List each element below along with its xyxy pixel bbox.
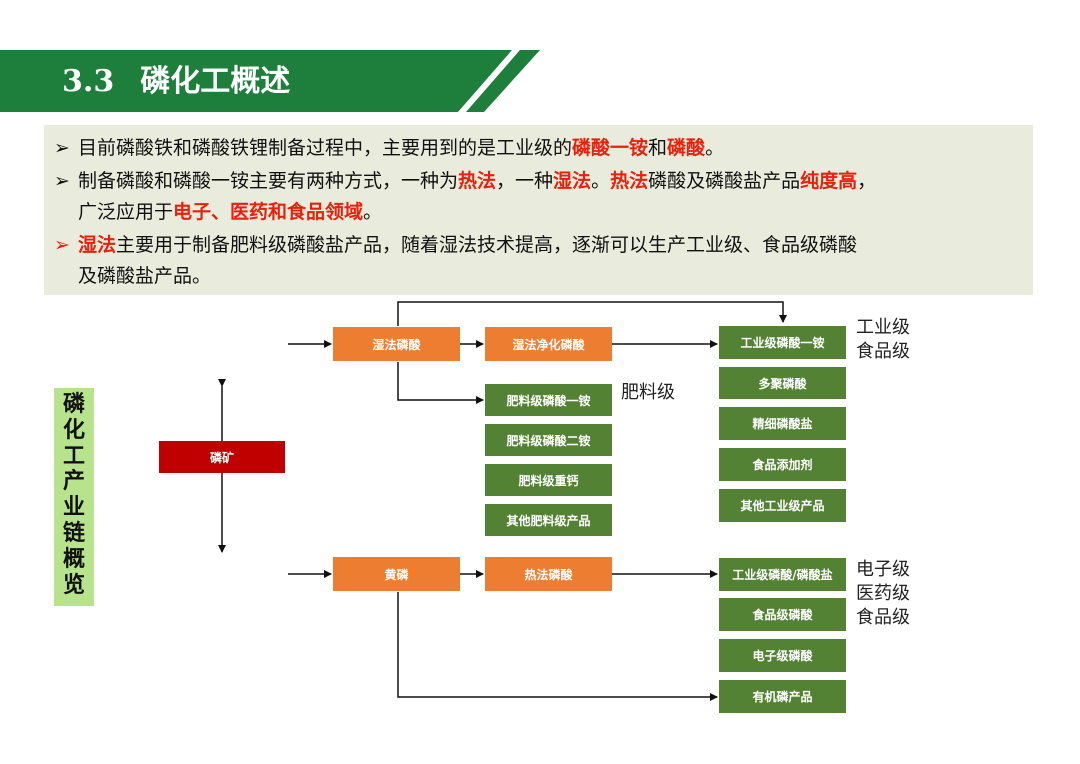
title-banner <box>0 50 540 112</box>
fertilizer-product: 其他肥料级产品 <box>485 504 612 536</box>
thermal-product: 工业级磷酸/磷酸盐 <box>719 558 846 591</box>
side-label: 磷化工产业链概览 <box>62 392 85 598</box>
grade-label: 食品级 <box>856 341 910 362</box>
grade-label: 电子级 <box>856 559 910 580</box>
thermal-product: 食品级磷酸 <box>719 598 846 631</box>
wet-process-acid-node: 湿法磷酸 <box>333 327 460 361</box>
fertilizer-product: 肥料级磷酸二铵 <box>485 424 612 456</box>
bullet-line-4: ➢湿法主要用于制备肥料级磷酸盐产品，随着湿法技术提高，逐渐可以生产工业级、食品级… <box>54 230 857 260</box>
grade-label: 食品级 <box>856 607 910 628</box>
section-title: 磷化工概述 <box>140 64 291 99</box>
grade-label: 工业级 <box>856 317 910 338</box>
bullet-arrow-icon: ➢ <box>54 170 70 192</box>
thermal-product: 电子级磷酸 <box>719 639 846 672</box>
industrial-product: 精细磷酸盐 <box>719 407 846 440</box>
grade-label: 肥料级 <box>621 382 675 403</box>
bullet-arrow-icon: ➢ <box>54 234 70 256</box>
wet-purified-acid-node: 湿法净化磷酸 <box>485 327 612 361</box>
bullet-line-2: ➢制备磷酸和磷酸一铵主要有两种方式，一种为热法，一种湿法。热法磷酸及磷酸盐产品纯… <box>54 166 876 196</box>
bullet-line-1: ➢目前磷酸铁和磷酸铁锂制备过程中，主要用到的是工业级的磷酸一铵和磷酸。 <box>54 133 724 163</box>
side-label-background <box>54 388 94 606</box>
page-title: 3.3 磷化工概述 <box>62 60 290 104</box>
fertilizer-product: 肥料级磷酸一铵 <box>485 384 612 416</box>
bullet-line-3: 广泛应用于电子、医药和食品领域。 <box>78 201 383 223</box>
thermal-product: 有机磷产品 <box>719 680 846 713</box>
bullet-panel: ➢目前磷酸铁和磷酸铁锂制备过程中，主要用到的是工业级的磷酸一铵和磷酸。 ➢制备磷… <box>44 125 1033 295</box>
industrial-product: 食品添加剂 <box>719 448 846 481</box>
grade-label: 医药级 <box>856 583 910 604</box>
thermal-acid-node: 热法磷酸 <box>485 557 612 591</box>
industrial-product: 工业级磷酸一铵 <box>719 326 846 359</box>
yellow-phosphorus-node: 黄磷 <box>333 557 460 591</box>
fertilizer-product: 肥料级重钙 <box>485 464 612 496</box>
bullet-line-5: 及磷酸盐产品。 <box>78 265 212 287</box>
phosphate-ore-node: 磷矿 <box>159 441 285 473</box>
industrial-product: 其他工业级产品 <box>719 489 846 522</box>
bullet-arrow-icon: ➢ <box>54 137 70 159</box>
industrial-product: 多聚磷酸 <box>719 367 846 399</box>
section-number: 3.3 <box>62 64 115 99</box>
